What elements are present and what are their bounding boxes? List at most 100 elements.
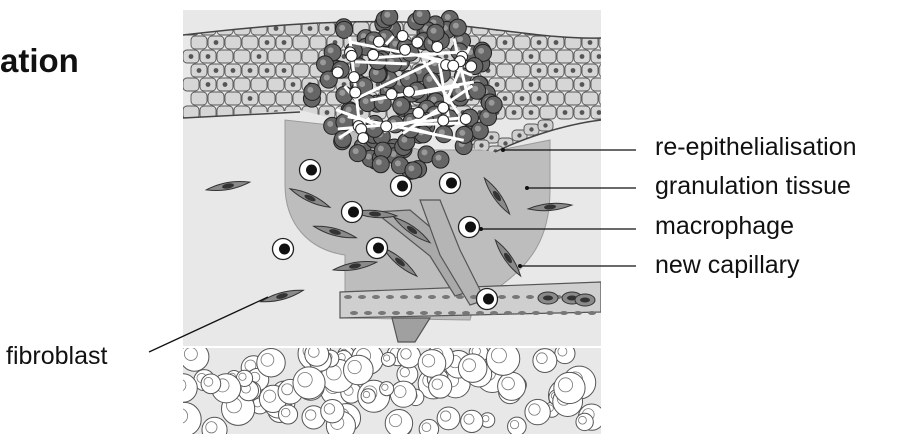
epidermal-nucleus bbox=[257, 54, 262, 59]
epidermal-nucleus bbox=[223, 82, 228, 87]
epidermal-cell bbox=[557, 50, 573, 63]
fat-cell bbox=[169, 374, 197, 402]
white-blood-cell bbox=[346, 50, 357, 61]
epidermal-cell bbox=[514, 64, 530, 77]
macrophage-nucleus bbox=[348, 207, 359, 218]
white-blood-cell bbox=[349, 72, 360, 83]
cell-highlight bbox=[346, 107, 352, 113]
fat-cell bbox=[525, 399, 550, 424]
epidermal-nucleus bbox=[529, 54, 534, 59]
macrophage-nucleus bbox=[397, 181, 408, 192]
cell-highlight bbox=[395, 160, 401, 166]
cell-highlight bbox=[401, 137, 407, 143]
epidermal-nucleus bbox=[231, 68, 236, 73]
fat-cell bbox=[429, 375, 452, 398]
cell-highlight bbox=[408, 165, 414, 171]
epidermal-cell bbox=[540, 78, 556, 91]
white-blood-cell bbox=[466, 61, 477, 72]
epidermal-nucleus bbox=[503, 40, 508, 45]
cell-highlight bbox=[459, 130, 465, 136]
white-blood-cell bbox=[400, 44, 411, 55]
macrophage-nucleus bbox=[483, 294, 494, 305]
epidermal-nucleus bbox=[554, 40, 559, 45]
fat-boundary bbox=[183, 346, 601, 348]
epithelial-nucleus bbox=[503, 141, 507, 145]
white-blood-cell bbox=[412, 37, 423, 48]
epidermal-cell bbox=[293, 64, 309, 77]
endothelial-nucleus bbox=[414, 295, 422, 299]
epidermal-nucleus bbox=[248, 96, 253, 101]
epidermal-cell bbox=[565, 92, 581, 105]
cell-highlight bbox=[328, 47, 334, 53]
white-blood-cell bbox=[438, 115, 449, 126]
cell-highlight bbox=[453, 23, 459, 29]
epidermal-cell bbox=[285, 50, 301, 63]
red-blood-cell-center bbox=[580, 298, 590, 303]
cell-highlight bbox=[327, 121, 333, 127]
epidermal-cell bbox=[183, 78, 199, 91]
fat-cell bbox=[293, 367, 325, 399]
epidermal-nucleus bbox=[214, 68, 219, 73]
epidermal-cell bbox=[497, 64, 513, 77]
epidermal-cell bbox=[268, 78, 284, 91]
epidermal-nucleus bbox=[520, 96, 525, 101]
white-blood-cell bbox=[386, 89, 397, 100]
epidermal-nucleus bbox=[512, 110, 517, 115]
white-blood-cell bbox=[381, 121, 392, 132]
epidermal-nucleus bbox=[444, 54, 449, 59]
fat-cell bbox=[167, 402, 201, 436]
epithelial-nucleus bbox=[543, 123, 547, 127]
epidermal-nucleus bbox=[265, 68, 270, 73]
endothelial-nucleus bbox=[476, 311, 484, 315]
epithelial-nucleus bbox=[489, 135, 493, 139]
cell-highlight bbox=[376, 159, 382, 165]
label-re-epithelialisation: re-epithelialisation bbox=[655, 133, 857, 162]
cell-highlight bbox=[320, 59, 326, 65]
epithelial-nucleus bbox=[529, 127, 533, 131]
cell-highlight bbox=[339, 90, 345, 96]
epidermal-nucleus bbox=[503, 96, 508, 101]
cell-highlight bbox=[378, 146, 384, 152]
epidermal-nucleus bbox=[495, 82, 500, 87]
label-granulation-tissue: granulation tissue bbox=[655, 172, 851, 201]
epidermal-cell bbox=[191, 92, 207, 105]
white-blood-cell bbox=[350, 87, 361, 98]
epidermal-cell bbox=[540, 106, 556, 119]
endothelial-nucleus bbox=[378, 311, 386, 315]
epidermal-nucleus bbox=[571, 68, 576, 73]
epidermal-nucleus bbox=[580, 110, 585, 115]
white-blood-cell bbox=[368, 49, 379, 60]
cell-highlight bbox=[396, 101, 402, 107]
macrophage-nucleus bbox=[279, 244, 290, 255]
cell-highlight bbox=[417, 11, 423, 17]
endothelial-nucleus bbox=[372, 295, 380, 299]
epidermal-nucleus bbox=[206, 82, 211, 87]
epidermal-nucleus bbox=[580, 54, 585, 59]
epidermal-cell bbox=[582, 92, 598, 105]
epidermal-nucleus bbox=[554, 68, 559, 73]
epidermal-cell bbox=[591, 78, 607, 91]
endothelial-nucleus bbox=[512, 295, 520, 299]
cell-highlight bbox=[353, 148, 359, 154]
macrophage-nucleus bbox=[373, 243, 384, 254]
epidermal-cell bbox=[251, 78, 267, 91]
fat-cell bbox=[257, 348, 285, 376]
epidermal-cell bbox=[506, 50, 522, 63]
epidermal-cell bbox=[242, 36, 258, 49]
epidermal-cell bbox=[234, 50, 250, 63]
epidermal-nucleus bbox=[529, 82, 534, 87]
endothelial-nucleus bbox=[350, 311, 358, 315]
epidermal-nucleus bbox=[282, 40, 287, 45]
endothelial-nucleus bbox=[504, 311, 512, 315]
epidermal-nucleus bbox=[189, 54, 194, 59]
white-blood-cell bbox=[438, 102, 449, 113]
epidermal-nucleus bbox=[248, 68, 253, 73]
endothelial-nucleus bbox=[406, 311, 414, 315]
endothelial-nucleus bbox=[462, 311, 470, 315]
epidermal-nucleus bbox=[206, 54, 211, 59]
endothelial-nucleus bbox=[490, 311, 498, 315]
epidermal-nucleus bbox=[537, 96, 542, 101]
epidermal-cell bbox=[540, 50, 556, 63]
endothelial-nucleus bbox=[498, 295, 506, 299]
